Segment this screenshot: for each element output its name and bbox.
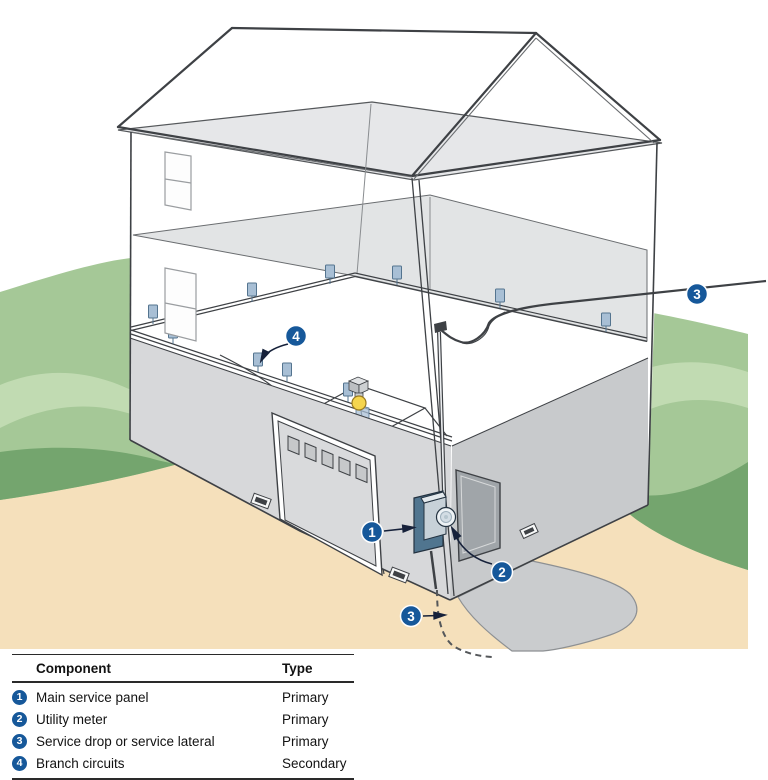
outlet — [495, 288, 505, 308]
garage-door-window — [321, 449, 334, 470]
ceiling-slab — [132, 194, 648, 342]
table-row: 3 Service drop or service lateral Primar… — [12, 730, 354, 752]
callout-4-badge: 4 — [284, 324, 308, 348]
service-conduit-highlight — [438, 331, 445, 493]
weatherhead — [434, 321, 447, 333]
column-header-component: Component — [36, 660, 111, 676]
type-label: Primary — [282, 689, 329, 705]
vent — [519, 522, 539, 540]
drip-loop-wire — [461, 311, 506, 345]
side-door — [455, 469, 501, 562]
outlet — [148, 304, 158, 324]
callout-3-number: 3 — [693, 287, 701, 302]
callout-2-arrow — [450, 525, 493, 565]
row-number-badge: 2 — [12, 711, 27, 727]
callout-3b-number: 3 — [407, 609, 415, 624]
garage-door-window — [304, 442, 317, 463]
garage-door-window — [287, 435, 300, 456]
outlet — [282, 362, 292, 382]
callout-1-badge: 1 — [360, 520, 384, 544]
callout-1-arrow — [383, 524, 417, 533]
legend-table: Component Type 1 Main service panel Prim… — [12, 654, 354, 780]
outlet — [601, 312, 611, 332]
garage-door-window — [355, 463, 368, 484]
component-label: Service drop or service lateral — [36, 733, 215, 749]
callout-arrows — [259, 343, 493, 620]
type-label: Primary — [282, 711, 329, 727]
utility-meter — [435, 506, 457, 528]
component-label: Branch circuits — [36, 755, 125, 771]
vent — [250, 492, 272, 510]
outlet — [325, 264, 335, 284]
light-fixture — [347, 376, 370, 411]
vent — [388, 566, 410, 584]
callout-2-badge: 2 — [490, 560, 514, 584]
underground-lateral — [436, 589, 493, 658]
component-label: Main service panel — [36, 689, 149, 705]
outlet — [247, 282, 257, 302]
service-drop-wire — [440, 279, 767, 344]
outlet — [392, 265, 402, 285]
garage-door — [271, 411, 383, 577]
driveway — [457, 560, 638, 652]
callout-3-arrow — [422, 611, 448, 620]
column-header-type: Type — [282, 660, 313, 676]
bulb-icon — [351, 395, 367, 411]
window-lower — [164, 267, 197, 342]
type-label: Primary — [282, 733, 329, 749]
roof — [116, 26, 662, 178]
callout-3-badge-lateral: 3 — [399, 604, 423, 628]
conduit-stub — [429, 550, 438, 590]
row-number-badge: 4 — [12, 755, 27, 771]
callout-1-number: 1 — [368, 525, 376, 540]
row-number-badge: 1 — [12, 689, 27, 705]
table-row: 2 Utility meter Primary — [12, 708, 354, 730]
row-number-badge: 3 — [12, 733, 27, 749]
hidden-corner-lines — [356, 103, 431, 289]
service-panel — [413, 490, 447, 554]
callout-3-badge-service-drop: 3 — [685, 282, 709, 306]
window-upper — [164, 151, 192, 211]
legend-header-row: Component Type — [12, 655, 354, 683]
callout-4-number: 4 — [292, 329, 300, 344]
table-row: 1 Main service panel Primary — [12, 686, 354, 708]
type-label: Secondary — [282, 755, 347, 771]
callout-4-arrow — [259, 343, 289, 364]
callout-2-number: 2 — [498, 565, 506, 580]
garage-door-window — [338, 456, 351, 477]
table-row: 4 Branch circuits Secondary — [12, 752, 354, 774]
component-label: Utility meter — [36, 711, 108, 727]
